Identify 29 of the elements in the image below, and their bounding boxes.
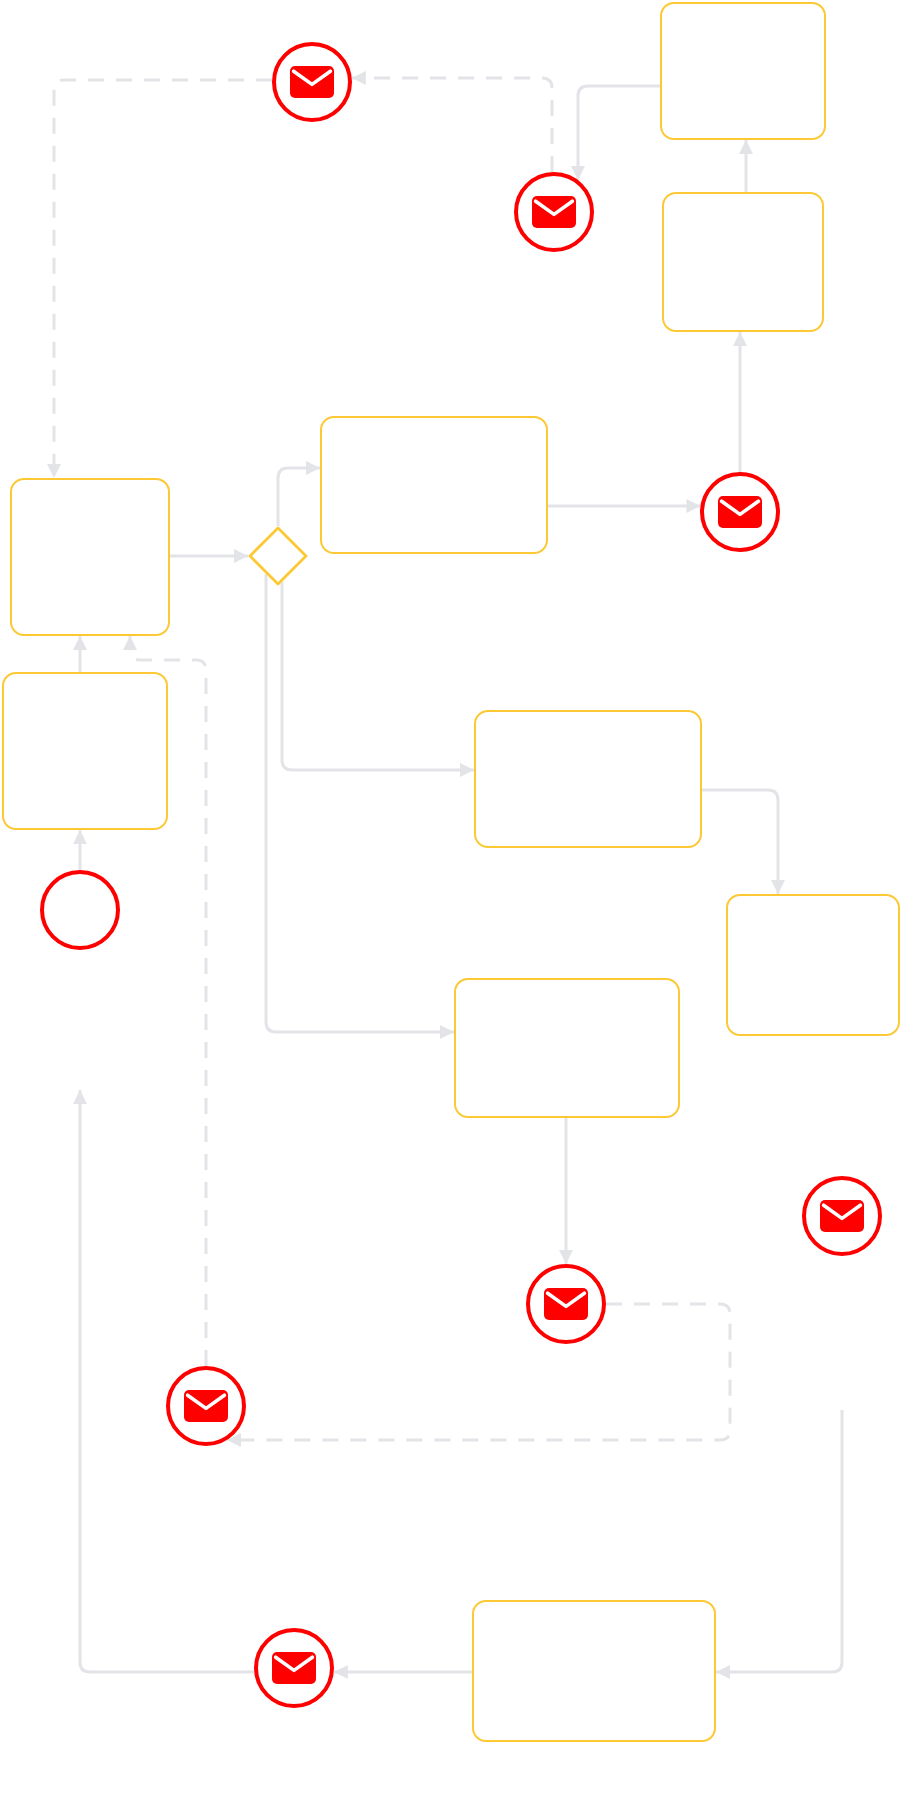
task-box xyxy=(660,2,826,140)
flow-arrow xyxy=(733,332,747,472)
flow-arrow xyxy=(73,1090,255,1674)
dashed-arrow xyxy=(123,636,208,1366)
dashed-arrow xyxy=(47,78,273,478)
task-box xyxy=(10,478,170,636)
task-box xyxy=(662,192,824,332)
dashed-arrow xyxy=(351,71,554,173)
flow-arrow xyxy=(571,84,660,180)
flow-arrow xyxy=(73,830,87,870)
flow-arrow xyxy=(264,574,454,1039)
flow-arrow xyxy=(559,1118,573,1264)
flow-arrow xyxy=(170,549,248,563)
task-box xyxy=(2,672,168,830)
flow-arrow xyxy=(333,1665,472,1679)
flow-arrow xyxy=(716,1410,844,1679)
flow-arrow xyxy=(73,636,87,672)
flow-arrow xyxy=(276,461,320,526)
task-box xyxy=(320,416,548,554)
task-box xyxy=(454,978,680,1118)
task-box xyxy=(726,894,900,1036)
flow-arrow xyxy=(280,582,474,777)
flow-arrow xyxy=(548,499,701,513)
flow-arrow xyxy=(739,140,753,192)
gateway-diamond xyxy=(248,526,308,586)
task-box xyxy=(474,710,702,848)
task-box xyxy=(472,1600,716,1742)
dashed-arrow xyxy=(227,1302,732,1447)
flow-arrow xyxy=(702,788,785,894)
